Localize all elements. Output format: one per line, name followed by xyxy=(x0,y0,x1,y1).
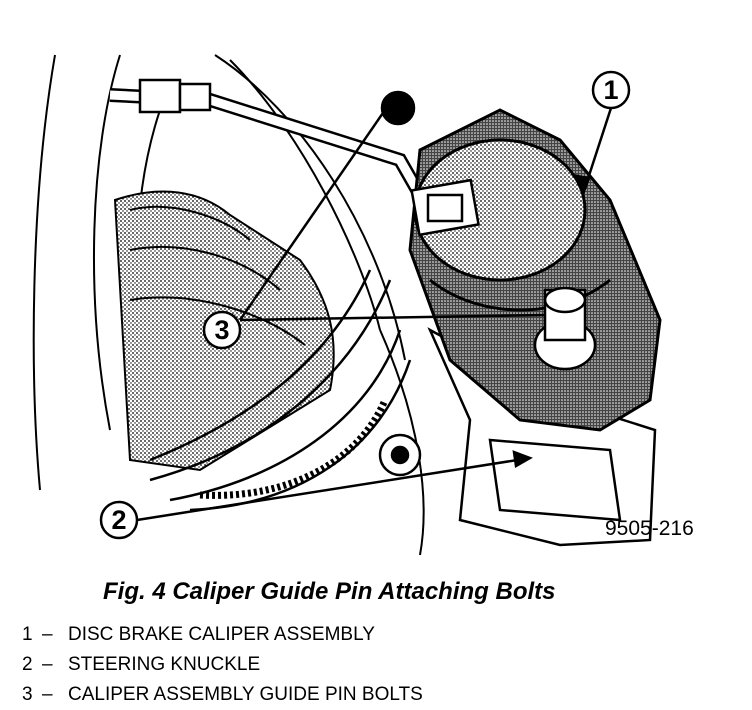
caliper-body xyxy=(408,108,662,432)
legend-separator: – xyxy=(42,684,53,705)
legend-number: 3 xyxy=(22,684,33,705)
callout-2: 2 xyxy=(99,500,139,540)
tone-ring xyxy=(199,398,389,499)
legend-separator: – xyxy=(42,624,53,645)
legend-item: 3–CALIPER ASSEMBLY GUIDE PIN BOLTS xyxy=(22,680,423,710)
callout-3: 3 xyxy=(202,310,242,350)
leader-lines xyxy=(136,107,613,522)
legend-separator: – xyxy=(42,654,53,675)
legend-label: DISC BRAKE CALIPER ASSEMBLY xyxy=(68,624,375,645)
legend-item: 1–DISC BRAKE CALIPER ASSEMBLY xyxy=(22,620,423,650)
legend-label: STEERING KNUCKLE xyxy=(68,654,261,675)
lower-guide-pin-bolt xyxy=(533,286,597,371)
brake-caliper-illustration: 1 3 2 9505-216 xyxy=(32,54,694,556)
callout-legend: 1–DISC BRAKE CALIPER ASSEMBLY 2–STEERING… xyxy=(22,620,423,710)
svg-text:3: 3 xyxy=(214,315,229,345)
legend-number: 2 xyxy=(22,654,33,675)
legend-number: 1 xyxy=(22,624,33,645)
callout-1: 1 xyxy=(591,70,631,110)
svg-text:2: 2 xyxy=(111,505,126,535)
svg-text:1: 1 xyxy=(603,75,618,105)
upper-guide-pin-bolt xyxy=(380,90,480,237)
legend-item: 2–STEERING KNUCKLE xyxy=(22,650,423,680)
figure-caption: Fig. 4 Caliper Guide Pin Attaching Bolts xyxy=(103,578,556,605)
brake-hose xyxy=(109,78,427,199)
figure-id: 9505-216 xyxy=(605,517,694,540)
legend-label: CALIPER ASSEMBLY GUIDE PIN BOLTS xyxy=(68,684,423,705)
